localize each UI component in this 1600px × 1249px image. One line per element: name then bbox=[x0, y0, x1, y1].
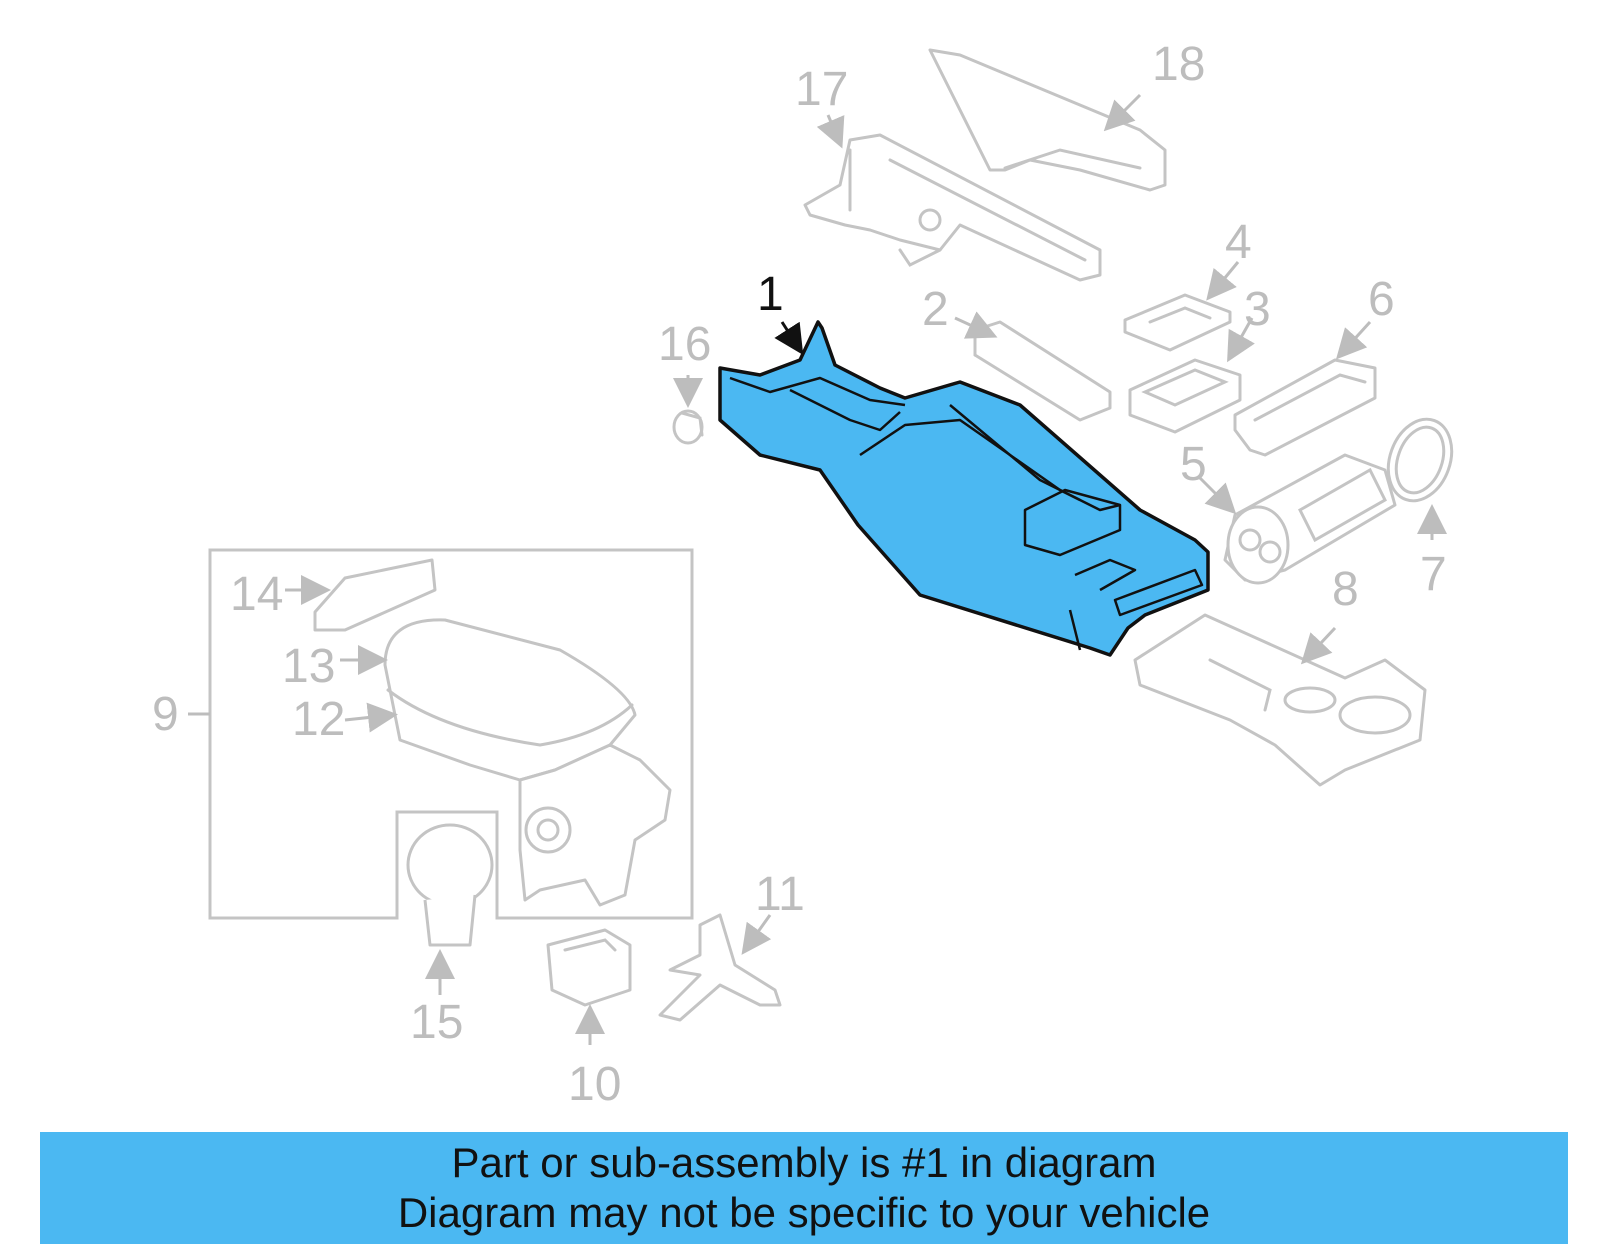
callout-17: 17 bbox=[795, 63, 848, 116]
part-18-trim-panel bbox=[928, 48, 1167, 192]
part-16-clip bbox=[672, 375, 704, 445]
part-11-stand bbox=[658, 913, 782, 1022]
part-6-bin bbox=[1233, 320, 1377, 457]
callout-1: 1 bbox=[757, 268, 784, 321]
part-9-armrest-assembly bbox=[188, 548, 694, 920]
part-7-ring bbox=[1386, 417, 1454, 540]
part-3-tray bbox=[1128, 317, 1255, 434]
callout-4: 4 bbox=[1225, 216, 1252, 269]
part-14-insert bbox=[285, 558, 437, 632]
part-15-knob bbox=[406, 823, 494, 995]
info-banner: Part or sub-assembly is #1 in diagram Di… bbox=[40, 1132, 1568, 1244]
callout-3: 3 bbox=[1244, 283, 1271, 336]
part-17-bracket bbox=[803, 114, 1102, 282]
callout-6: 6 bbox=[1368, 273, 1395, 326]
banner-line-1: Part or sub-assembly is #1 in diagram bbox=[451, 1139, 1157, 1186]
part-1-center-console bbox=[718, 320, 1210, 657]
banner-line-2: Diagram may not be specific to your vehi… bbox=[397, 1189, 1211, 1236]
callout-12: 12 bbox=[292, 693, 345, 746]
callout-9: 9 bbox=[152, 688, 179, 741]
part-8-bracket bbox=[1133, 613, 1427, 787]
part-2-plate bbox=[954, 311, 1112, 422]
callout-13: 13 bbox=[282, 640, 335, 693]
callout-16: 16 bbox=[658, 318, 711, 371]
parts-diagram: 1 2 3 4 5 6 7 8 9 10 11 12 13 14 15 16 1… bbox=[152, 38, 1454, 1111]
callout-18: 18 bbox=[1152, 38, 1205, 91]
callout-5: 5 bbox=[1180, 438, 1207, 491]
part-4-cover bbox=[1123, 261, 1240, 352]
callout-2: 2 bbox=[922, 283, 949, 336]
callout-11: 11 bbox=[755, 868, 805, 921]
part-10-bracket bbox=[546, 928, 632, 1045]
callout-15: 15 bbox=[410, 996, 463, 1049]
callout-numbers: 1 2 3 4 5 6 7 8 9 10 11 12 13 14 15 16 1… bbox=[152, 38, 1447, 1111]
part-12-13-armrest bbox=[340, 618, 672, 907]
callout-8: 8 bbox=[1332, 563, 1359, 616]
part-5-cupholder bbox=[1198, 453, 1397, 585]
callout-10: 10 bbox=[568, 1058, 621, 1111]
callout-7: 7 bbox=[1420, 548, 1447, 601]
callout-14: 14 bbox=[230, 568, 283, 621]
